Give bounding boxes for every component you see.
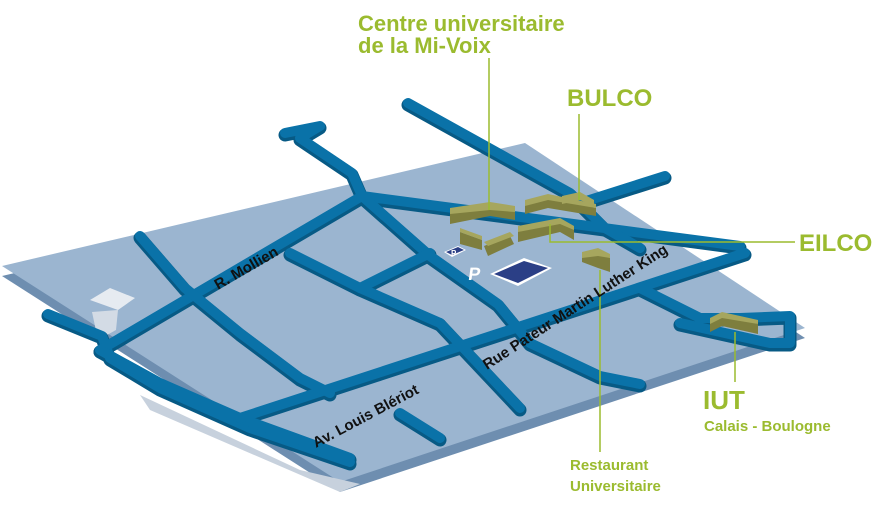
label-iut: IUT: [703, 385, 745, 415]
buildings: [450, 192, 758, 334]
building-bulco: [525, 192, 596, 216]
building-restaurant-universitaire: [582, 248, 610, 272]
label-bulco: BULCO: [567, 85, 652, 112]
parking-icon: P: [467, 264, 482, 284]
building-iut: [710, 312, 758, 334]
parking-sign-small: P: [444, 246, 466, 258]
building-eilco: [518, 218, 574, 242]
label-centre-line1: Centre universitaire: [358, 11, 565, 36]
label-eilco: EILCO: [799, 230, 872, 257]
leader-lines: [488, 58, 795, 452]
label-centre-line2: de la Mi-Voix: [358, 33, 492, 58]
parking-sign-large: P: [467, 258, 552, 286]
label-iut-subtitle: Calais - Boulogne: [704, 418, 831, 435]
parking-icon-small: P: [451, 249, 457, 258]
label-restaurant-line1: Restaurant: [570, 457, 648, 474]
building-centre-universitaire: [450, 202, 515, 256]
label-restaurant-line2: Universitaire: [570, 478, 661, 495]
